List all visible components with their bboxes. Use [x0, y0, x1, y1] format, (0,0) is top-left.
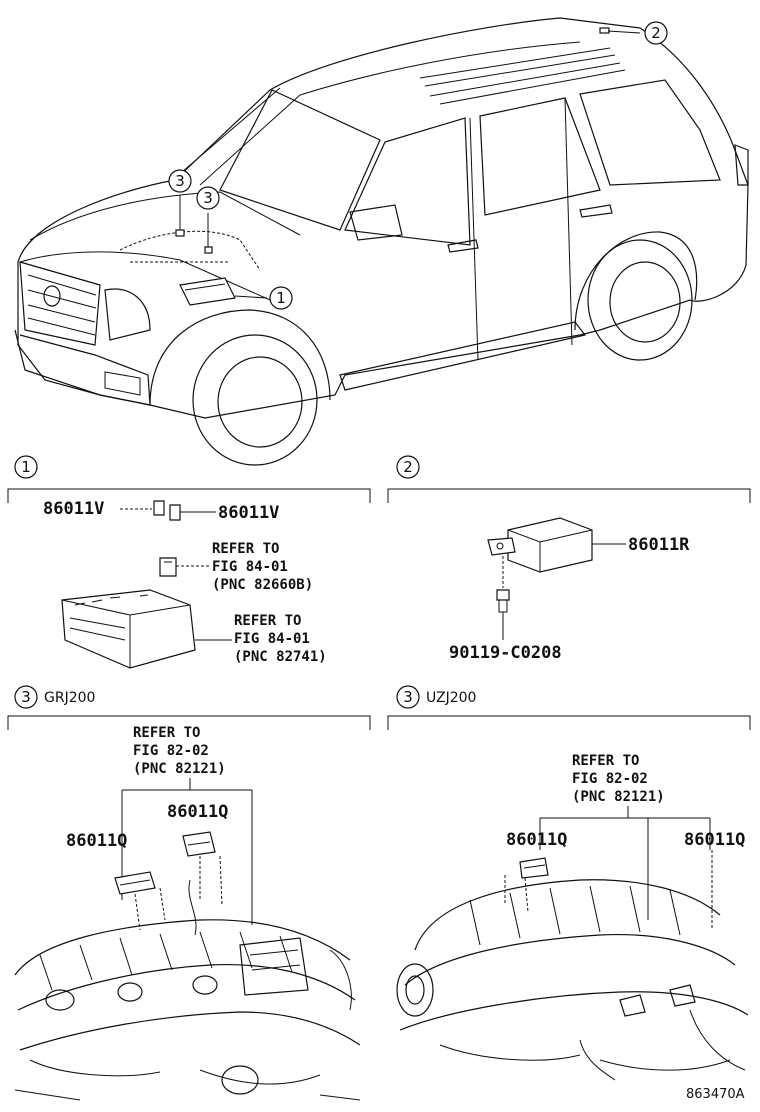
- uzj-part-86011q-right[interactable]: 86011Q: [684, 830, 745, 850]
- grj-ref-line1: REFER TO: [133, 725, 200, 741]
- ref-b-line1: REFER TO: [234, 613, 301, 629]
- vehicle-callout-2: 2: [651, 24, 661, 42]
- vehicle-callout-1: 1: [276, 289, 286, 307]
- section-3-uzj-label: UZJ200: [426, 690, 476, 706]
- uzj-part-86011q-left[interactable]: 86011Q: [506, 830, 567, 850]
- grj-part-86011q-upper[interactable]: 86011Q: [167, 802, 228, 822]
- section-2: 2 86011R 90119-C0208: [387, 455, 751, 663]
- vehicle-illustration: 3 3 1 2: [14, 17, 749, 466]
- grj-ref-line2: FIG 82-02: [133, 743, 209, 759]
- section-3-uzj-number: 3: [403, 688, 413, 706]
- grj-ref-line3: (PNC 82121): [133, 761, 226, 777]
- part-86011v-right[interactable]: 86011V: [218, 503, 279, 523]
- section-3-uzj200: 3 UZJ200 REFER TO FIG 82-02 (PNC 82121) …: [387, 685, 751, 1081]
- uzj-ref-line2: FIG 82-02: [572, 771, 648, 787]
- ref-a-line1: REFER TO: [212, 541, 279, 557]
- vehicle-callout-3a: 3: [175, 172, 185, 190]
- uzj-ref-line1: REFER TO: [572, 753, 639, 769]
- part-90119-c0208[interactable]: 90119-C0208: [449, 643, 562, 663]
- section-1-number: 1: [21, 458, 31, 476]
- section-3-grj200: 3 GRJ200 REFER TO FIG 82-02 (PNC 82121) …: [7, 685, 371, 1101]
- part-86011v-left[interactable]: 86011V: [43, 499, 104, 519]
- section-2-number: 2: [403, 458, 413, 476]
- ref-b-line2: FIG 84-01: [234, 631, 310, 647]
- uzj-ref-line3: (PNC 82121): [572, 789, 665, 805]
- figure-code: 863470A: [686, 1087, 745, 1102]
- ref-a-line3: (PNC 82660B): [212, 577, 313, 593]
- ref-b-line3: (PNC 82741): [234, 649, 327, 665]
- section-1: 1 86011V 86011V REFER TO FIG 84-01 (PNC …: [7, 455, 371, 669]
- section-3-grj-label: GRJ200: [44, 690, 95, 706]
- vehicle-callout-3b: 3: [203, 189, 213, 207]
- section-3-grj-number: 3: [21, 688, 31, 706]
- grj-part-86011q-lower[interactable]: 86011Q: [66, 831, 127, 851]
- ref-a-line2: FIG 84-01: [212, 559, 288, 575]
- part-86011r[interactable]: 86011R: [628, 535, 690, 555]
